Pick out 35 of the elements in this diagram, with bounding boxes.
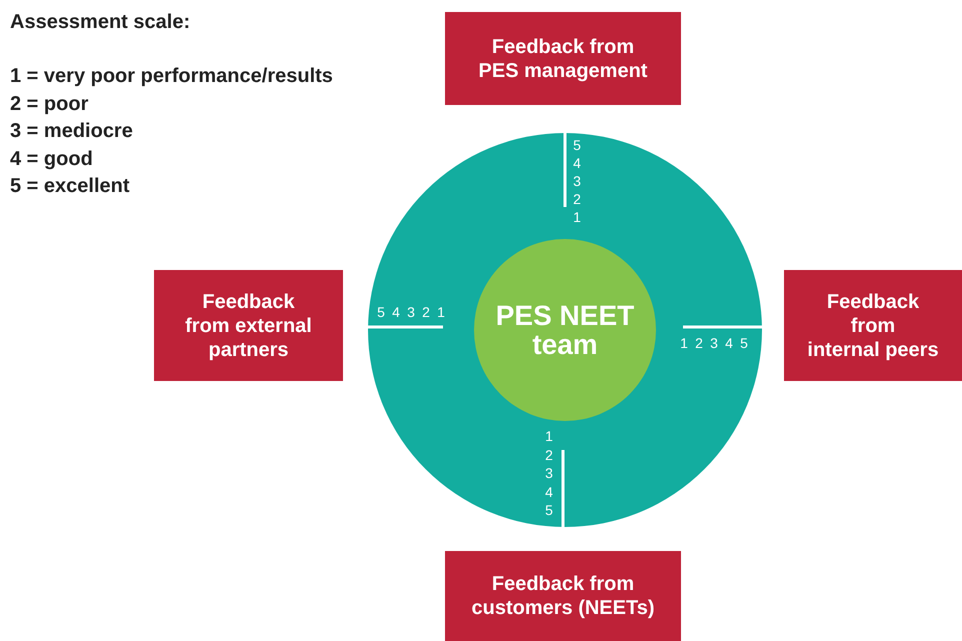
feedback-label: Feedback from PES management <box>478 34 648 82</box>
scale-definition: 1 = very poor performance/results <box>10 66 333 86</box>
feedback-label: Feedback from customers (NEETs) <box>470 572 656 620</box>
scale-definition: 5 = excellent <box>10 176 130 196</box>
scale-number: 5 <box>573 138 581 152</box>
feedback-label: Feedback from internal peers <box>806 290 940 362</box>
scale-number: 5 <box>377 305 385 319</box>
scale-definition: 2 = poor <box>10 94 88 114</box>
team-label: PES NEET team <box>494 300 636 360</box>
scale-number: 2 <box>545 448 553 462</box>
scale-number: 3 <box>573 174 581 188</box>
scale-number: 3 <box>545 466 553 480</box>
scale-number: 1 <box>545 429 553 443</box>
scale-number: 2 <box>573 192 581 206</box>
scale-number: 5 <box>545 503 553 517</box>
scale-number: 4 <box>725 336 733 350</box>
scale-number: 4 <box>392 305 400 319</box>
scale-definition: 4 = good <box>10 148 93 168</box>
scale-number: 1 <box>437 305 445 319</box>
scale-number: 2 <box>422 305 430 319</box>
feedback-box <box>784 270 962 381</box>
feedback-label: Feedback from external partners <box>184 290 313 362</box>
scale-number: 3 <box>710 336 718 350</box>
feedback-box <box>154 270 343 381</box>
legend-title: Assessment scale: <box>10 12 190 32</box>
feedback-box <box>445 551 681 641</box>
feedback-box <box>445 12 681 105</box>
scale-number: 2 <box>695 336 703 350</box>
scale-number: 4 <box>545 484 553 498</box>
scale-number: 5 <box>740 336 748 350</box>
scale-number: 4 <box>573 156 581 170</box>
scale-number: 1 <box>573 210 581 224</box>
scale-definition: 3 = mediocre <box>10 121 133 141</box>
scale-number: 1 <box>680 336 688 350</box>
scale-number: 3 <box>407 305 415 319</box>
